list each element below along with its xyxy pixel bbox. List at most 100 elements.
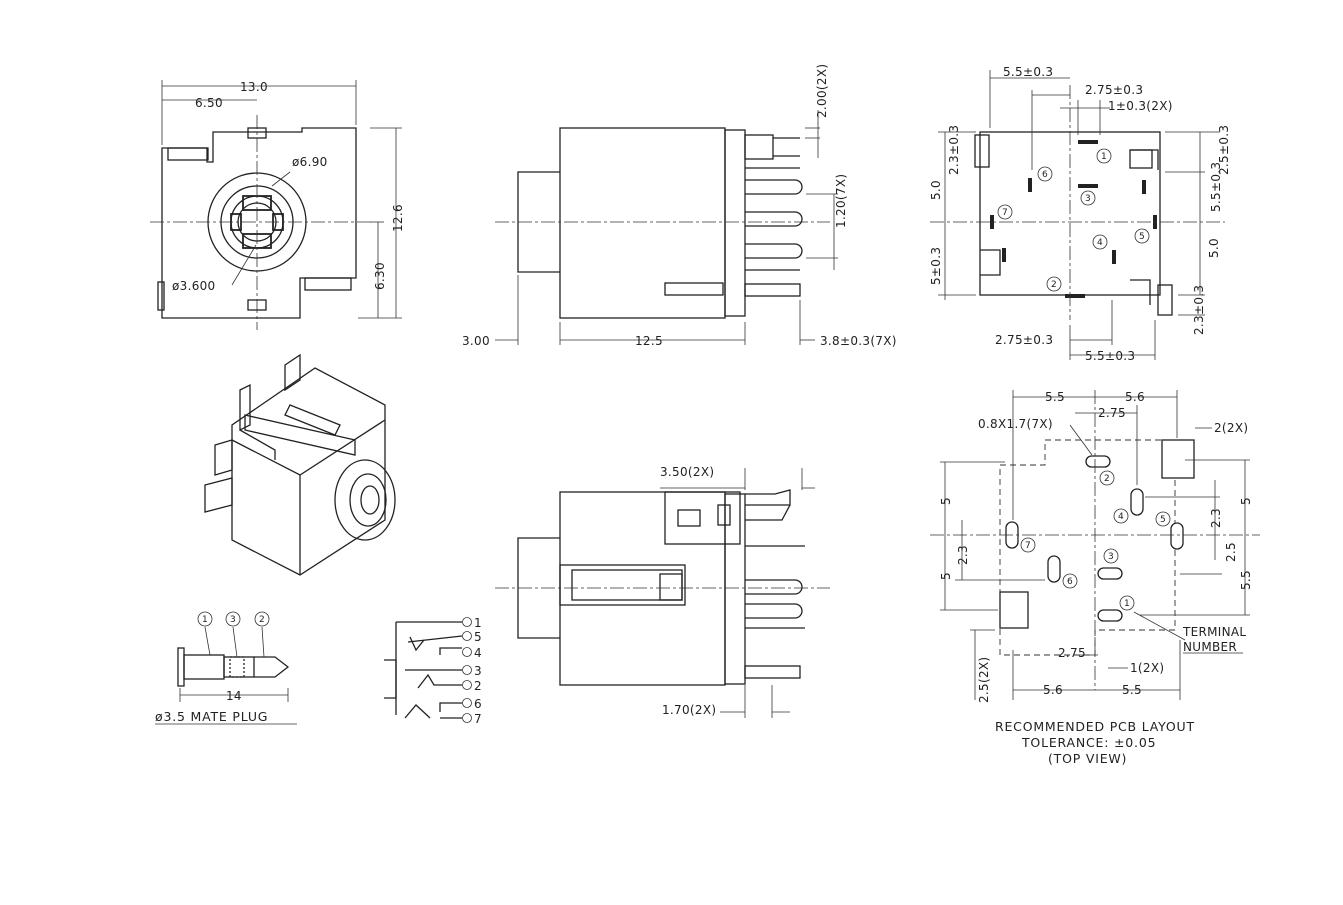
plug-length-dim: 14: [226, 689, 242, 703]
side-body-length-dim: 12.5: [635, 334, 663, 348]
pcb-dim-slot: 0.8X1.7(7X): [978, 417, 1053, 431]
pcb-pin-7: 7: [1020, 537, 1036, 553]
lower-top-dim: 3.50(2X): [660, 465, 714, 479]
plug-label-1: 1: [197, 611, 213, 627]
bottom-dim-j: 2.3±0.3: [1192, 285, 1206, 335]
bottom-pin-label: 2: [1051, 280, 1057, 290]
pcb-pin-3: 3: [1103, 548, 1119, 564]
side-pin-pitch-dim: 1.20(7X): [834, 174, 848, 228]
plug-label: 3: [230, 615, 236, 625]
schematic-pin-label: 1: [474, 616, 482, 630]
bottom-dim-b: 2.75±0.3: [1085, 83, 1143, 97]
lower-side-view: 3.50(2X) 1.70(2X): [495, 465, 830, 718]
schematic-pin-3: 3: [462, 664, 482, 678]
bottom-dim-e: 5.0: [929, 180, 943, 200]
pcb-pin-1: 1: [1119, 595, 1135, 611]
side-pin-length-dim: 3.8±0.3(7X): [820, 334, 897, 348]
pcb-dim-left-upper: 5: [939, 497, 953, 505]
pcb-dim-right-c: 5.5: [1239, 570, 1253, 590]
pcb-pin-label: 3: [1108, 552, 1114, 562]
pcb-pin-6: 6: [1062, 573, 1078, 589]
pcb-dim-bottom-left: 5.6: [1043, 683, 1063, 697]
bottom-pin-label: 5: [1139, 232, 1145, 242]
schematic-pin-label: 3: [474, 664, 482, 678]
pcb-dim-right-a: 2.3: [1209, 508, 1223, 528]
plug-caption: ø3.5 MATE PLUG: [155, 709, 268, 724]
terminal-number-label-1: TERMINAL: [1182, 625, 1246, 639]
plug-label-2: 2: [254, 611, 270, 627]
bottom-pin-label: 7: [1002, 208, 1008, 218]
pcb-pin-label: 6: [1067, 577, 1073, 587]
schematic-pin-4: 4: [462, 646, 482, 660]
schematic-pin-2: 2: [462, 679, 482, 693]
bottom-pin-label: 1: [1101, 152, 1107, 162]
schematic-pin-label: 5: [474, 630, 482, 644]
schematic-pin-label: 4: [474, 646, 482, 660]
schematic-pin-7: 7: [462, 712, 482, 726]
bottom-dim-l: 5.5±0.3: [1085, 349, 1135, 363]
bottom-pin-1: 1: [1096, 148, 1112, 164]
front-half-width-dim: 6.50: [195, 96, 223, 110]
bottom-dim-k: 2.75±0.3: [995, 333, 1053, 347]
bottom-dim-a: 5.5±0.3: [1003, 65, 1053, 79]
pcb-caption-1: RECOMMENDED PCB LAYOUT: [995, 719, 1195, 734]
front-inner-dia-dim: ø3.600: [172, 279, 216, 293]
isometric-view: [204, 353, 396, 576]
bottom-dim-d: 2.3±0.3: [947, 125, 961, 175]
pcb-pin-label: 5: [1160, 515, 1166, 525]
pcb-pin-2: 2: [1099, 470, 1115, 486]
bottom-pin-label: 4: [1097, 238, 1103, 248]
pcb-dim-left-lower: 5: [939, 572, 953, 580]
schematic-pin-label: 2: [474, 679, 482, 693]
plug-label: 1: [202, 615, 208, 625]
bottom-pin-7: 7: [997, 204, 1013, 220]
pcb-dim-right-b: 2.5: [1224, 542, 1238, 562]
schematic-pin-label: 7: [474, 712, 482, 726]
front-height-dim: 12.6: [391, 204, 405, 232]
bottom-dim-i: 5.0: [1207, 238, 1221, 258]
pcb-caption-3: (TOP VIEW): [1048, 751, 1127, 766]
pcb-pin-label: 1: [1124, 599, 1130, 609]
pcb-pin-5: 5: [1155, 511, 1171, 527]
bottom-dim-c: 1±0.3(2X): [1108, 99, 1173, 113]
schematic: 1 5 4 3 2 6 7: [384, 616, 482, 726]
front-half-height-dim: 6.30: [373, 262, 387, 290]
bottom-pin-label: 6: [1042, 170, 1048, 180]
bottom-pin-label: 3: [1085, 194, 1091, 204]
pcb-dim-bottom-right: 5.5: [1122, 683, 1142, 697]
pcb-layout: 1 2 3 4 5 6 7 5.5 5.6 2.75: [930, 390, 1260, 766]
side-top-pins-dim: 2.00(2X): [815, 64, 829, 118]
pcb-dim-left-mid: 2.3: [956, 545, 970, 565]
bottom-dim-g: 2.5±0.3: [1217, 125, 1231, 175]
pcb-dim-top-left: 5.5: [1045, 390, 1065, 404]
bottom-pin-4: 4: [1092, 234, 1108, 250]
pcb-pin-label: 7: [1025, 541, 1031, 551]
schematic-pin-1: 1: [462, 616, 482, 630]
bottom-dim-h: 5.5±0.3: [1209, 162, 1223, 212]
pcb-dim-top-right: 5.6: [1125, 390, 1145, 404]
side-view: 2.00(2X) 1.20(7X) 3.00 12.5 3.8±0.3(7X): [462, 64, 897, 348]
pcb-dim-top-mid: 2.75: [1098, 406, 1126, 420]
pcb-pin-label: 2: [1104, 474, 1110, 484]
pcb-dim-pad-height: 2.5(2X): [977, 657, 991, 703]
schematic-pin-label: 6: [474, 697, 482, 711]
mate-plug: 1 3 2 14 ø3.5 MATE PLUG: [155, 611, 297, 725]
side-nose-dim: 3.00: [462, 334, 490, 348]
terminal-number-label-2: NUMBER: [1183, 640, 1237, 654]
pcb-dim-pad: 2(2X): [1214, 421, 1248, 435]
lower-bottom-dim: 1.70(2X): [662, 703, 716, 717]
pcb-pin-label: 4: [1118, 512, 1124, 522]
pcb-dim-right-upper: 5: [1239, 497, 1253, 505]
plug-label: 2: [259, 615, 265, 625]
schematic-pin-5: 5: [462, 630, 482, 644]
pcb-caption-2: TOLERANCE: ±0.05: [1021, 735, 1156, 750]
front-view: 13.0 6.50 ø6.90 ø3.600 12.6 6.30: [150, 80, 405, 330]
bottom-pin-3: 3: [1080, 190, 1096, 206]
schematic-pin-6: 6: [462, 697, 482, 711]
front-outer-dia-dim: ø6.90: [292, 155, 328, 169]
pcb-dim-bottom-small: 1(2X): [1130, 661, 1164, 675]
plug-label-3: 3: [225, 611, 241, 627]
bottom-pin-6: 6: [1037, 166, 1053, 182]
bottom-pin-2: 2: [1046, 276, 1062, 292]
front-width-dim: 13.0: [240, 80, 268, 94]
